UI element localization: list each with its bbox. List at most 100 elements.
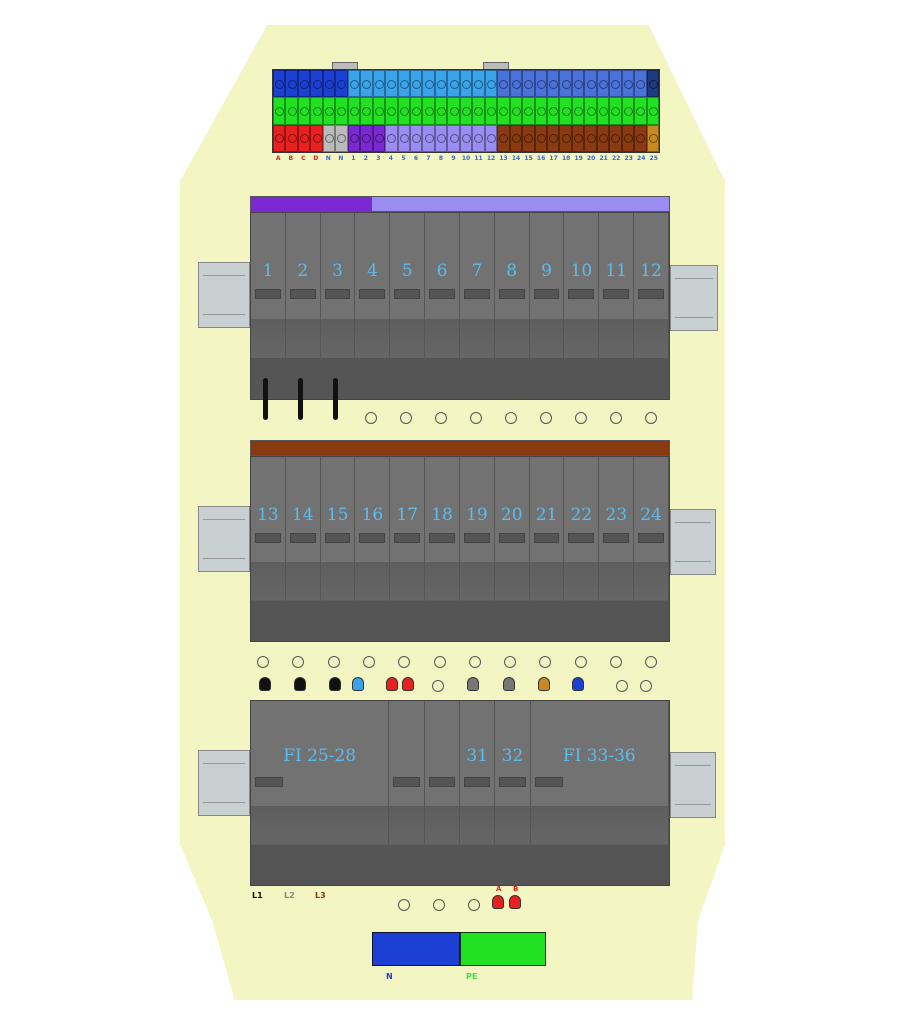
breaker-module[interactable]: 31 — [459, 701, 496, 885]
breaker-switch[interactable] — [255, 533, 281, 543]
breaker-module[interactable]: 18 — [425, 457, 460, 641]
terminal-cell[interactable] — [522, 70, 535, 98]
breaker-switch[interactable] — [394, 533, 421, 543]
terminal-cell[interactable] — [360, 97, 373, 125]
breaker-module[interactable]: 4 — [355, 213, 391, 399]
breaker-module[interactable]: 1 — [251, 213, 286, 399]
terminal-cell[interactable] — [459, 124, 473, 152]
breaker-module[interactable]: FI 25-28 — [251, 701, 390, 885]
terminal-cell[interactable] — [559, 97, 572, 125]
terminal-cell[interactable] — [646, 97, 660, 125]
breaker-module[interactable]: 9 — [529, 213, 565, 399]
terminal-cell[interactable] — [335, 70, 348, 98]
breaker-module[interactable]: 16 — [355, 457, 391, 641]
terminal-cell[interactable] — [397, 97, 410, 125]
terminal-cell[interactable] — [297, 97, 311, 125]
terminal-cell[interactable] — [422, 124, 435, 152]
breaker-switch[interactable] — [638, 289, 664, 299]
terminal-cell[interactable] — [322, 97, 336, 125]
terminal-cell[interactable] — [434, 70, 448, 98]
terminal-cell[interactable] — [571, 124, 585, 152]
terminal-cell[interactable] — [609, 124, 622, 152]
terminal-cell[interactable] — [559, 124, 572, 152]
breaker-module[interactable]: FI 33-36 — [530, 701, 669, 885]
terminal-cell[interactable] — [634, 97, 647, 125]
terminal-cell[interactable] — [596, 70, 610, 98]
breaker-module[interactable] — [424, 701, 460, 885]
breaker-switch[interactable] — [359, 289, 386, 299]
terminal-cell[interactable] — [310, 97, 323, 125]
breaker-module[interactable]: 13 — [251, 457, 286, 641]
terminal-cell[interactable] — [621, 97, 635, 125]
terminal-cell[interactable] — [497, 97, 510, 125]
breaker-module[interactable]: 10 — [564, 213, 600, 399]
breaker-switch[interactable] — [463, 533, 490, 543]
terminal-cell[interactable] — [335, 124, 348, 152]
terminal-cell[interactable] — [646, 70, 660, 98]
terminal-cell[interactable] — [584, 97, 597, 125]
terminal-cell[interactable] — [360, 70, 373, 98]
breaker-module[interactable]: 20 — [494, 457, 530, 641]
terminal-cell[interactable] — [322, 124, 336, 152]
breaker-module[interactable]: 15 — [320, 457, 356, 641]
breaker-module[interactable]: 22 — [564, 457, 600, 641]
breaker-switch[interactable] — [568, 533, 595, 543]
terminal-cell[interactable] — [522, 97, 535, 125]
terminal-cell[interactable] — [360, 124, 373, 152]
terminal-cell[interactable] — [372, 70, 386, 98]
breaker-switch[interactable] — [429, 289, 455, 299]
breaker-switch[interactable] — [463, 777, 491, 787]
terminal-cell[interactable] — [609, 97, 622, 125]
terminal-cell[interactable] — [509, 70, 523, 98]
breaker-module[interactable]: 3 — [320, 213, 356, 399]
breaker-switch[interactable] — [638, 533, 664, 543]
breaker-module[interactable]: 11 — [599, 213, 635, 399]
terminal-cell[interactable] — [385, 124, 398, 152]
terminal-cell[interactable] — [447, 124, 460, 152]
terminal-cell[interactable] — [509, 97, 523, 125]
terminal-cell[interactable] — [621, 124, 635, 152]
breaker-switch[interactable] — [289, 533, 316, 543]
terminal-cell[interactable] — [584, 124, 597, 152]
terminal-cell[interactable] — [347, 70, 361, 98]
terminal-cell[interactable] — [335, 97, 348, 125]
breaker-switch[interactable] — [255, 777, 283, 787]
terminal-cell[interactable] — [372, 124, 386, 152]
breaker-module[interactable]: 12 — [634, 213, 669, 399]
terminal-cell[interactable] — [285, 70, 298, 98]
breaker-switch[interactable] — [394, 289, 421, 299]
terminal-cell[interactable] — [397, 70, 410, 98]
breaker-module[interactable]: 21 — [529, 457, 565, 641]
breaker-switch[interactable] — [429, 533, 455, 543]
terminal-cell[interactable] — [534, 70, 547, 98]
terminal-cell[interactable] — [609, 70, 622, 98]
breaker-switch[interactable] — [428, 777, 455, 787]
terminal-cell[interactable] — [484, 124, 498, 152]
terminal-cell[interactable] — [546, 97, 560, 125]
terminal-cell[interactable] — [422, 97, 435, 125]
terminal-cell[interactable] — [596, 97, 610, 125]
terminal-cell[interactable] — [472, 97, 485, 125]
terminal-cell[interactable] — [447, 97, 460, 125]
terminal-cell[interactable] — [385, 97, 398, 125]
terminal-cell[interactable] — [434, 124, 448, 152]
breaker-switch[interactable] — [289, 289, 316, 299]
breaker-module[interactable]: 14 — [285, 457, 321, 641]
terminal-cell[interactable] — [634, 70, 647, 98]
breaker-module[interactable]: 19 — [459, 457, 495, 641]
breaker-module[interactable]: 23 — [599, 457, 635, 641]
terminal-cell[interactable] — [347, 124, 361, 152]
terminal-cell[interactable] — [310, 124, 323, 152]
terminal-cell[interactable] — [409, 97, 423, 125]
breaker-module[interactable] — [389, 701, 425, 885]
breaker-switch[interactable] — [499, 777, 526, 787]
terminal-cell[interactable] — [472, 124, 485, 152]
terminal-cell[interactable] — [273, 70, 286, 98]
terminal-cell[interactable] — [559, 70, 572, 98]
breaker-module[interactable]: 6 — [425, 213, 460, 399]
terminal-cell[interactable] — [584, 70, 597, 98]
terminal-cell[interactable] — [322, 70, 336, 98]
terminal-cell[interactable] — [484, 97, 498, 125]
breaker-switch[interactable] — [324, 289, 351, 299]
terminal-cell[interactable] — [347, 97, 361, 125]
